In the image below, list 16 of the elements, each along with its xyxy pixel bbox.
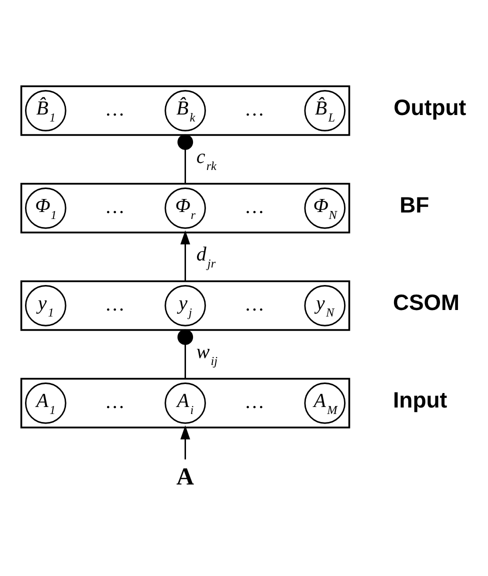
node-label: BF [400, 192, 430, 218]
node-text: … [244, 196, 264, 218]
node-label: CSOM [393, 290, 460, 315]
node-label: Output [394, 94, 466, 120]
edge-label: w$_{ij}$ [196, 340, 218, 368]
edge-label: d$_{jr}$ [196, 243, 216, 270]
node-text: … [104, 98, 125, 120]
node-text: … [244, 293, 264, 316]
node-text: … [104, 196, 125, 218]
node-text: … [244, 390, 264, 413]
node-label: Input [393, 387, 448, 412]
node-text: A [176, 463, 194, 490]
edge-label: c$_{rk}$ [196, 146, 216, 173]
node-text: … [244, 98, 264, 120]
node-text: … [104, 293, 125, 316]
node-text: … [104, 390, 125, 413]
